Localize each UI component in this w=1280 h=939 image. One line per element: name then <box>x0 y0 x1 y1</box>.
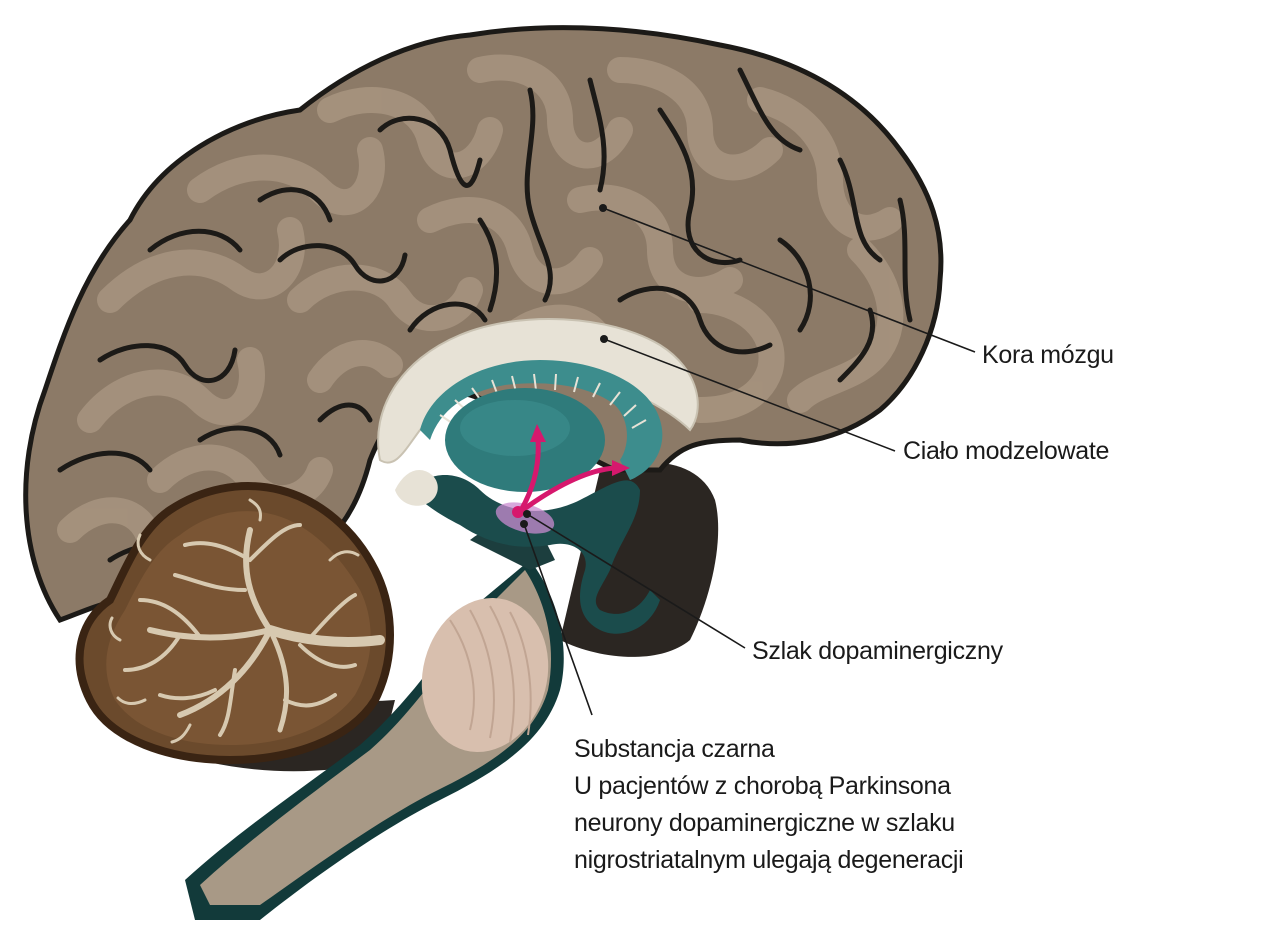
substantia-nigra-glow <box>495 502 555 534</box>
label-cortex: Kora mózgu <box>982 341 1114 369</box>
leader-dots <box>520 204 608 528</box>
pineal-region <box>395 470 438 506</box>
dopaminergic-pathway <box>517 437 618 515</box>
leader-lines <box>523 207 976 716</box>
pathway-arrowhead-right <box>612 460 630 476</box>
substantia-nigra-title: Substancja czarna <box>574 735 775 763</box>
substantia-nigra-note-line-2: neurony dopaminergiczne w szlaku <box>574 809 955 837</box>
third-ventricle <box>410 475 660 634</box>
pons-fibers <box>449 605 532 743</box>
substantia-nigra-note-line-3: nigrostriatalnym ulegają degeneracji <box>574 846 964 874</box>
substantia-nigra-dot <box>512 506 524 518</box>
label-corpus-callosum: Ciało modzelowate <box>903 437 1110 465</box>
pathway-arrowhead-up <box>530 424 546 442</box>
cerebellum <box>75 482 394 765</box>
pons <box>421 597 549 753</box>
lateral-ventricle <box>420 360 663 480</box>
label-dopamine-pathway: Szlak dopaminergiczny <box>752 637 1003 665</box>
substantia-nigra-note-line-1: U pacjentów z chorobą Parkinsona <box>574 772 951 800</box>
thalamus-highlight <box>460 400 570 456</box>
cerebral-cortex <box>23 25 944 623</box>
label-substantia-nigra: Substancja czarna U pacjentów z chorobą … <box>574 731 964 879</box>
